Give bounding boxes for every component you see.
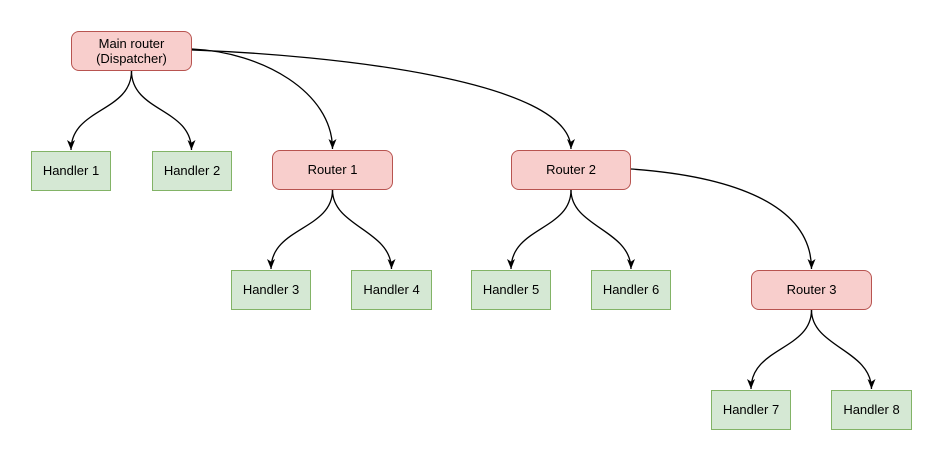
- edge-main-router-to-router-1: [191, 48, 337, 150]
- node-handler-7: Handler 7: [711, 390, 791, 430]
- node-main-router: Main router (Dispatcher): [71, 31, 192, 71]
- node-handler-7-label: Handler 7: [722, 402, 780, 418]
- node-main-router-label: Main router (Dispatcher): [96, 35, 167, 66]
- edge-main-router-to-router-2: [191, 49, 575, 150]
- edge-router-2-to-router-3: [630, 168, 816, 270]
- node-handler-5: Handler 5: [471, 270, 551, 310]
- node-router-3-label: Router 3: [786, 282, 837, 298]
- node-router-1-label: Router 1: [307, 162, 358, 178]
- node-handler-3: Handler 3: [231, 270, 311, 310]
- edge-router-3-to-handler-8: [810, 309, 876, 390]
- node-handler-1-label: Handler 1: [42, 163, 100, 179]
- edge-main-router-to-handler-2: [130, 70, 196, 151]
- edge-router-2-to-handler-6: [570, 189, 635, 270]
- node-router-3: Router 3: [751, 270, 872, 310]
- node-handler-8-label: Handler 8: [843, 402, 900, 418]
- node-handler-3-label: Handler 3: [242, 282, 300, 298]
- node-handler-2: Handler 2: [152, 151, 232, 191]
- node-handler-1: Handler 1: [31, 151, 111, 191]
- node-handler-6-label: Handler 6: [602, 282, 660, 298]
- node-handler-5-label: Handler 5: [482, 282, 540, 298]
- node-router-2: Router 2: [511, 150, 631, 190]
- edge-main-router-to-handler-1: [67, 70, 133, 151]
- node-handler-4-label: Handler 4: [363, 282, 420, 298]
- edge-router-3-to-handler-7: [747, 309, 813, 390]
- node-handler-8: Handler 8: [831, 390, 912, 430]
- edge-router-2-to-handler-5: [507, 189, 572, 270]
- node-handler-4: Handler 4: [351, 270, 432, 310]
- node-handler-6: Handler 6: [591, 270, 671, 310]
- edge-router-1-to-handler-3: [267, 189, 334, 270]
- node-handler-2-label: Handler 2: [163, 163, 221, 179]
- node-router-2-label: Router 2: [546, 162, 596, 178]
- node-router-1: Router 1: [272, 150, 393, 190]
- edge-router-1-to-handler-4: [331, 189, 396, 270]
